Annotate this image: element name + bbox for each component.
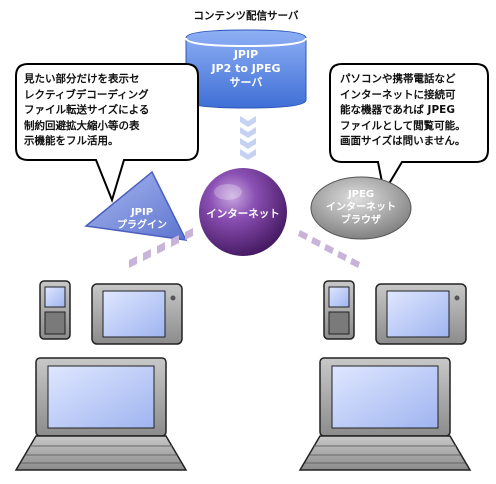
internet-label: インターネット [206,208,280,220]
left-bubble-text: 見たい部分だけを表示セ レクティブデコーディング ファイル転送サイズによる 制約… [24,72,149,150]
left-bubble [15,63,199,204]
plugin-label-line-2: プラグイン [117,220,167,231]
right-bubble [329,63,489,195]
link-right [298,230,360,268]
server-label-line-3: サーバ [229,76,263,89]
plugin-label: JPIP プラグイン [110,206,174,232]
browser-oval [310,176,412,240]
right-bubble-line-4: ファイルとして閲覧可能。 [340,119,466,132]
left-pda [91,283,183,345]
server-label-line-2: JP2 to JPEG [211,62,281,75]
left-bubble-line-5: 示機能をフル活用。 [24,135,119,147]
left-mobile-phone [39,280,71,340]
right-mobile-phone [323,280,355,340]
right-bubble-line-5: 画面サイズは問いません。 [340,135,466,147]
link-server-internet [240,116,256,160]
right-bubble-line-2: インターネットに接続可 [340,88,456,101]
left-bubble-line-2: レクティブデコーディング [24,88,149,101]
browser-label-line-3: ブラウザ [341,215,381,226]
browser-label-line-2: インターネット [326,202,396,213]
left-bubble-line-1: 見たい部分だけを表示セ [24,73,140,85]
right-bubble-line-1: パソコンや携帯電話など [340,73,456,85]
browser-label: JPEG インターネット ブラウザ [311,188,411,227]
right-bubble-text: パソコンや携帯電話など インターネットに接続可 能な機器であれば JPEG ファ… [340,72,466,150]
left-laptop [14,357,188,471]
server-label: JPIP JP2 to JPEG サーバ [186,48,306,90]
browser-label-line-1: JPEG [347,189,375,200]
server-caption: コンテンツ配信サーバ [193,10,299,22]
internet-sphere [199,168,287,256]
right-bubble-line-3: 能な機器であれば JPEG [340,104,455,116]
link-left [129,228,193,268]
right-laptop [298,357,472,471]
left-bubble-line-4: 制約回避拡大縮小等の表 [24,119,140,132]
plugin-label-line-1: JPIP [130,207,154,218]
left-bubble-line-3: ファイル転送サイズによる [24,104,150,116]
right-pda [375,283,467,345]
server-label-line-1: JPIP [233,48,259,61]
plugin-triangle [84,170,188,241]
server-node [185,29,307,109]
